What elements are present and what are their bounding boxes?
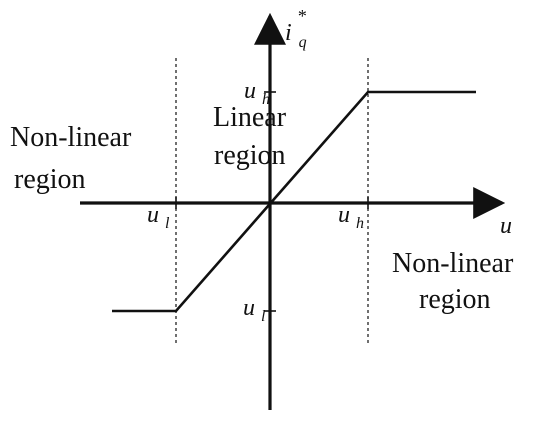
x-low-threshold-label: u l (147, 202, 170, 232)
x-low-threshold-base: u (147, 202, 159, 228)
right-region-line-1: Non-linear (392, 248, 514, 279)
y-high-threshold-base: u (244, 78, 256, 104)
right-nonlinear-region-label: Non-linear region (392, 248, 520, 315)
x-high-threshold-base: u (338, 202, 350, 228)
saturation-curve (112, 90, 476, 313)
right-region-line-2: region (419, 284, 491, 315)
linear-region-label: Linear region (213, 102, 293, 171)
y-high-threshold-subscript: h (262, 91, 270, 108)
y-low-threshold-base: u (243, 295, 255, 321)
x-low-threshold-subscript: l (165, 215, 170, 232)
x-high-threshold-subscript: h (356, 215, 364, 232)
linear-region-line-1: Linear (213, 102, 287, 133)
y-axis-label-base: i (285, 20, 292, 46)
y-low-threshold-subscript: l (261, 308, 266, 325)
y-axis-label: i q * (285, 6, 313, 53)
x-axis-label: u (500, 213, 512, 239)
y-axis-label-subscript: q (299, 34, 307, 51)
linear-region-line-2: region (214, 140, 286, 171)
left-nonlinear-region-label: Non-linear region (10, 122, 138, 195)
y-low-threshold-label: u l (243, 295, 266, 325)
left-region-line-2: region (14, 164, 86, 195)
left-region-line-1: Non-linear (10, 122, 132, 153)
x-high-threshold-label: u h (338, 202, 364, 232)
y-axis-label-superscript: * (297, 6, 306, 26)
y-high-threshold-label: u h (244, 78, 270, 108)
